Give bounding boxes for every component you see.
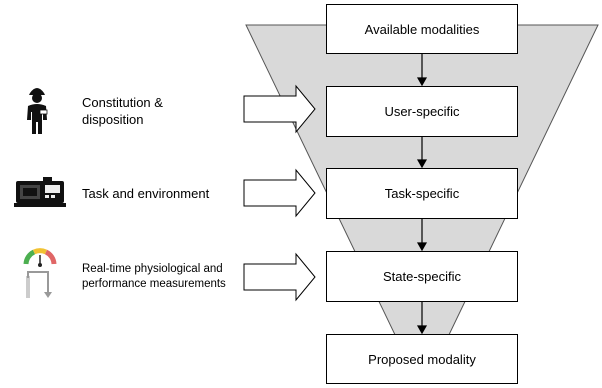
block-arrow-task bbox=[243, 168, 316, 218]
factor-label-task-environment: Task and environment bbox=[82, 186, 210, 201]
block-arrow-state bbox=[243, 252, 316, 302]
gauge-icon bbox=[23, 248, 57, 298]
stage-label: Task-specific bbox=[384, 186, 460, 201]
stage-task-specific: Task-specific bbox=[326, 168, 518, 219]
stage-proposed-modality: Proposed modality bbox=[326, 334, 518, 384]
factor-label-constitution: Constitution & disposition bbox=[82, 95, 163, 127]
stage-label: Available modalities bbox=[364, 21, 480, 37]
stage-available-modalities: Available modalities bbox=[326, 4, 518, 54]
stage-label: State-specific bbox=[382, 269, 462, 284]
worker-icon bbox=[27, 88, 48, 134]
machine-icon bbox=[14, 177, 66, 207]
stage-user-specific: User-specific bbox=[326, 86, 518, 137]
stage-label: User-specific bbox=[384, 104, 460, 119]
stage-state-specific: State-specific bbox=[326, 251, 518, 302]
factor-label-measurements: Real-time physiological and performance … bbox=[82, 263, 226, 290]
block-arrow-user bbox=[243, 84, 316, 134]
stage-label: Proposed modality bbox=[368, 351, 476, 367]
